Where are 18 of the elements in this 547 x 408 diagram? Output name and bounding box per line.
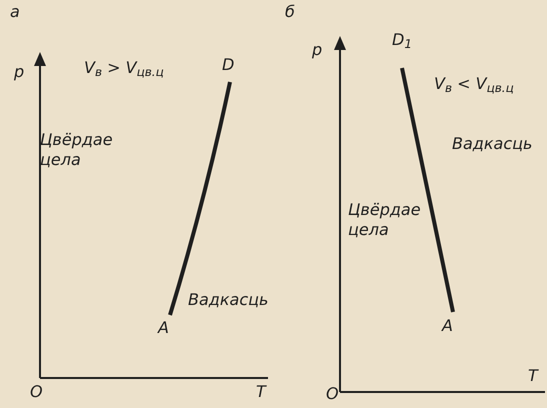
- axis-label: p: [312, 40, 322, 60]
- axis-label: а: [10, 2, 20, 22]
- axis-label: V$_{в}$ < V$_{цв.ц}$: [434, 74, 514, 94]
- axis-label: p: [14, 62, 24, 82]
- axis-label: б: [285, 2, 295, 22]
- axis-label: O: [30, 382, 43, 402]
- axis-label: O: [326, 384, 339, 404]
- axis-label: T: [256, 382, 266, 402]
- axis-label: A: [442, 316, 453, 336]
- axis-label: Вадкасць: [452, 134, 532, 154]
- axis-label: V$_{в}$ > V$_{цв.ц}$: [84, 58, 164, 78]
- axis-label: Вадкасць: [188, 290, 268, 310]
- axis-label: Цвёрдае цела: [348, 200, 418, 240]
- axis-label: D$_{1}$: [392, 30, 412, 50]
- axis-label: Цвёрдае цела: [40, 130, 114, 170]
- axis-label: D: [222, 55, 234, 75]
- axis-label: T: [528, 366, 538, 386]
- axis-label: A: [158, 318, 169, 338]
